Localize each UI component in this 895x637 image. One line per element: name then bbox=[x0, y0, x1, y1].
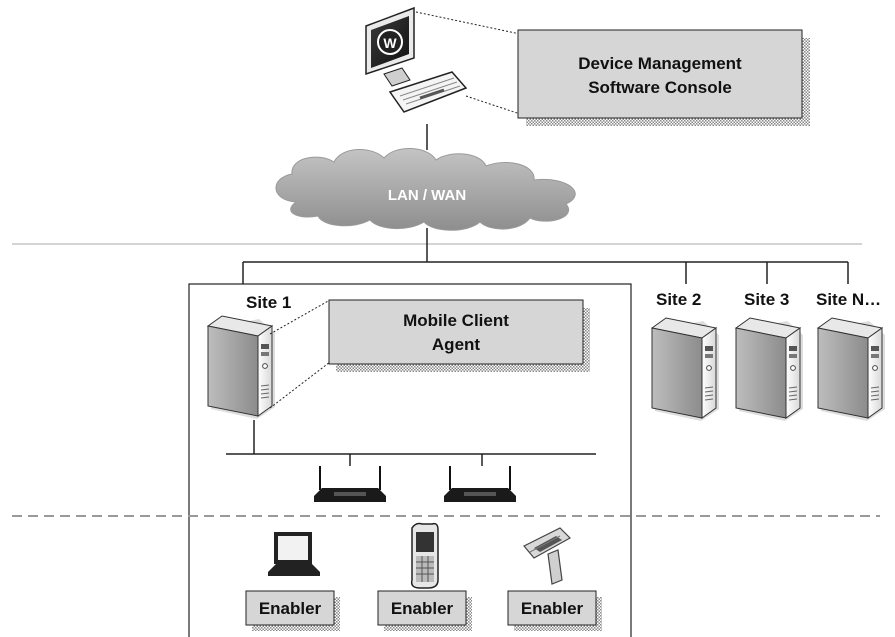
laptop-icon bbox=[268, 532, 320, 576]
agent-label-box bbox=[328, 299, 584, 365]
barcode-scanner-icon bbox=[523, 527, 571, 585]
enabler-label-2: Enabler bbox=[391, 599, 454, 618]
siteN-server-icon bbox=[817, 317, 886, 422]
access-point-icon-1 bbox=[313, 465, 387, 503]
workstation-icon bbox=[365, 6, 468, 113]
agent-label-line2: Agent bbox=[432, 335, 481, 354]
site1-container bbox=[188, 283, 632, 637]
site3-server-icon bbox=[735, 317, 804, 422]
cloud-label: LAN / WAN bbox=[388, 187, 466, 204]
network-cloud-icon bbox=[275, 147, 576, 231]
enabler-label-1: Enabler bbox=[259, 599, 322, 618]
console-callout-line bbox=[415, 11, 521, 35]
console-label-box bbox=[517, 29, 803, 119]
access-point-icon-2 bbox=[443, 465, 517, 503]
enabler-label-3: Enabler bbox=[521, 599, 584, 618]
enabler-box-3 bbox=[507, 590, 597, 626]
enabler-box-1 bbox=[245, 590, 335, 626]
enabler-box-2 bbox=[377, 590, 467, 626]
console-label-line1: Device Management bbox=[578, 54, 742, 73]
console-callout-line bbox=[465, 95, 521, 115]
handheld-terminal-icon bbox=[410, 522, 439, 589]
site2-server-icon bbox=[651, 317, 720, 422]
console-logo-text: W bbox=[383, 35, 397, 51]
site3-label: Site 3 bbox=[744, 290, 789, 309]
agent-label-line1: Mobile Client bbox=[403, 311, 509, 330]
agent-callout-line bbox=[269, 299, 331, 335]
site1-server-icon bbox=[207, 315, 276, 420]
agent-callout-line bbox=[269, 361, 331, 409]
siteN-label: Site N… bbox=[816, 290, 881, 309]
console-label-line2: Software Console bbox=[588, 78, 732, 97]
site1-label: Site 1 bbox=[246, 293, 291, 312]
site2-label: Site 2 bbox=[656, 290, 701, 309]
